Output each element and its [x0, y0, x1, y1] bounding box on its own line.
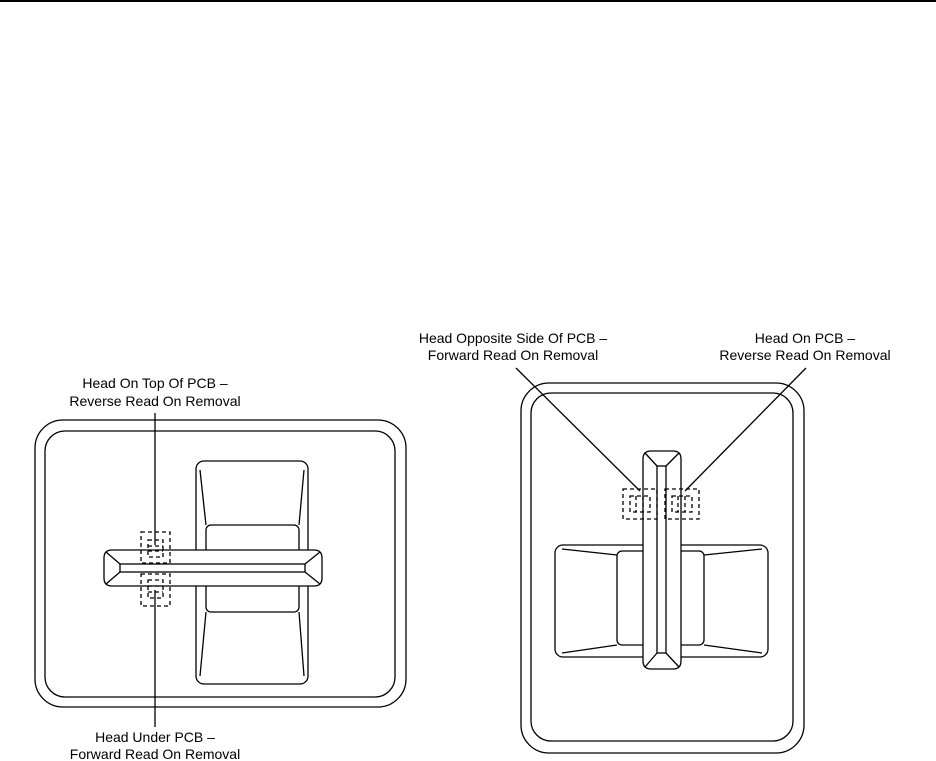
right-head-on: [664, 488, 700, 520]
right-head-opposite: [622, 488, 658, 520]
right-bezel-outer: [520, 382, 805, 754]
right-card-slot: [642, 450, 682, 670]
label-head-top-line2: Reverse Read On Removal: [69, 393, 240, 409]
label-head-under-line2: Forward Read On Removal: [70, 746, 240, 761]
top-rule: [0, 0, 936, 2]
leader-head-on: [684, 367, 807, 492]
label-head-opposite-line2: Forward Read On Removal: [428, 347, 598, 363]
label-head-top-line1: Head On Top Of PCB –: [82, 375, 227, 391]
label-head-opposite-line1: Head Opposite Side Of PCB –: [419, 330, 608, 346]
left-bezel-inner: [44, 430, 396, 698]
labels: Head On Top Of PCB – Reverse Read On Rem…: [69, 330, 890, 761]
label-head-on-line2: Reverse Read On Removal: [719, 347, 890, 363]
right-reader: [515, 367, 807, 754]
label-head-under-line1: Head Under PCB –: [95, 729, 215, 745]
left-card-slot: [103, 549, 323, 587]
left-bezel-outer: [34, 419, 407, 708]
label-head-on-line1: Head On PCB –: [755, 330, 856, 346]
leader-head-opposite: [515, 367, 641, 492]
right-bezel-inner: [530, 392, 794, 742]
left-reader: [34, 413, 407, 727]
